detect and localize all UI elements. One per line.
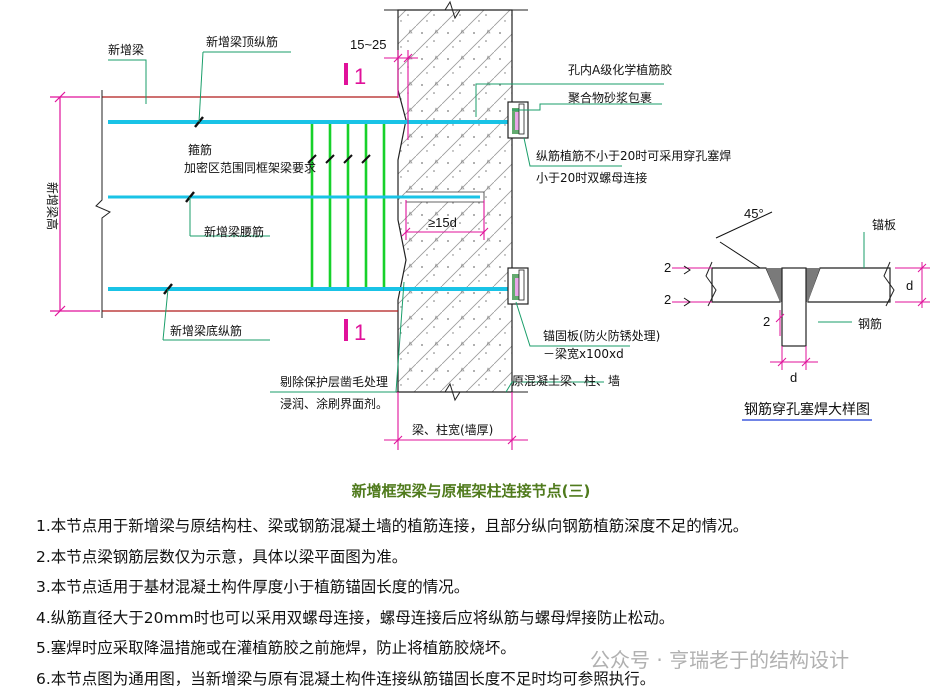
rebar-section — [781, 267, 807, 347]
surface-label-2: 浸润、涂刷界面剂。 — [280, 396, 388, 411]
width-dimension — [384, 392, 528, 450]
bottom-bar-label: 新增梁底纵筋 — [170, 323, 242, 338]
top-bar-label: 新增梁顶纵筋 — [206, 34, 278, 49]
section-mark-bottom-number: 1 — [354, 320, 366, 345]
detail-title: 钢筋穿孔塞焊大样图 — [744, 401, 870, 418]
glue-label: 孔内A级化学植筋胶 — [568, 62, 672, 77]
beam-break-line — [95, 90, 111, 318]
beam-height-dimension — [50, 91, 100, 317]
note-item: 2.本节点梁钢筋层数仅为示意，具体以梁平面图为准。 — [36, 547, 408, 566]
weld-size-top: 2 — [664, 260, 671, 275]
stirrup-ticks — [307, 154, 371, 164]
bar-diameter-label: d — [790, 370, 797, 385]
note-item: 5.塞焊时应采取降温措施或在灌植筋胶之前施焊，防止将植筋胶烧坏。 — [36, 639, 516, 657]
plug-weld-detail — [672, 211, 930, 370]
anchor-plate-label: 锚板 — [872, 217, 896, 232]
connection-detail-drawing: 新增梁高 15~25 ≥15d 梁、柱宽(墙厚) 1 1 — [45, 0, 930, 500]
weld-size-bottom: 2 — [664, 292, 671, 307]
embed-dimension-label: ≥15d — [428, 215, 457, 230]
beam-height-label: 新增梁高 — [45, 182, 60, 230]
anchor-plate-bottom — [507, 267, 529, 305]
surface-label-1: 剔除保护层凿毛处理 — [280, 374, 388, 389]
watermark: 公众号 · 亨瑞老于的结构设计 — [590, 648, 850, 672]
width-dimension-label: 梁、柱宽(墙厚) — [412, 422, 493, 437]
weld-label-1: 纵筋植筋不小于20时可采用穿孔塞焊 — [536, 148, 731, 163]
drawing-title: 新增框架梁与原框架柱连接节点(三) — [352, 482, 591, 500]
stirrups — [310, 122, 386, 289]
rebar-label: 钢筋 — [858, 316, 882, 331]
note-item: 4.纵筋直径大于20mm时也可以采用双螺母连接，螺母连接后应将纵筋与螺母焊接防止… — [36, 608, 675, 627]
mortar-label: 聚合物砂浆包裹 — [568, 90, 652, 105]
section-mark-top-number: 1 — [354, 64, 366, 89]
anchor-label-2: －梁宽x100xd — [543, 346, 624, 361]
section-mark-bottom: 1 — [344, 319, 366, 345]
leaders-left — [108, 51, 405, 393]
cover-dimension-label: 15~25 — [350, 37, 387, 52]
break-line-top — [384, 0, 528, 20]
note-item: 1.本节点用于新增梁与原结构柱、梁或钢筋混凝土墙的植筋连接，且部分纵向钢筋植筋深… — [36, 517, 749, 535]
embed-dimension — [401, 200, 489, 240]
new-beam-label: 新增梁 — [108, 42, 144, 57]
note-item: 6.本节点图为通用图，当新增梁与原有混凝土构件连接纵筋锚固长度不足时均可参照执行… — [36, 669, 656, 688]
orig-member-label: 原混凝土梁、柱、墙 — [512, 373, 620, 388]
stirrup-label-1: 箍筋 — [188, 142, 212, 157]
break-line-bottom — [384, 382, 528, 402]
angle-label: 45° — [744, 206, 764, 221]
anchor-label-1: 锚固板(防火防锈处理) — [543, 328, 660, 343]
anchor-plate-top — [507, 101, 529, 139]
notes-list: 1.本节点用于新增梁与原结构柱、梁或钢筋混凝土墙的植筋连接，且部分纵向钢筋植筋深… — [36, 511, 916, 694]
plate-thickness-label: d — [906, 278, 913, 293]
waist-bar-label: 新增梁腰筋 — [204, 224, 264, 239]
leaders-right — [475, 83, 664, 393]
section-mark-top: 1 — [344, 63, 366, 89]
weld-fill — [766, 268, 782, 302]
note-item: 3.本节点适用于基材混凝土构件厚度小于植筋锚固长度的情况。 — [36, 578, 470, 596]
rebars — [108, 116, 519, 295]
stirrup-label-2: 加密区范围同框架梁要求 — [184, 160, 316, 175]
new-beam — [95, 90, 398, 318]
weld-size-mid: 2 — [763, 314, 770, 329]
cover-dimension — [384, 50, 418, 140]
weld-label-2: 小于20时双螺母连接 — [536, 170, 647, 185]
